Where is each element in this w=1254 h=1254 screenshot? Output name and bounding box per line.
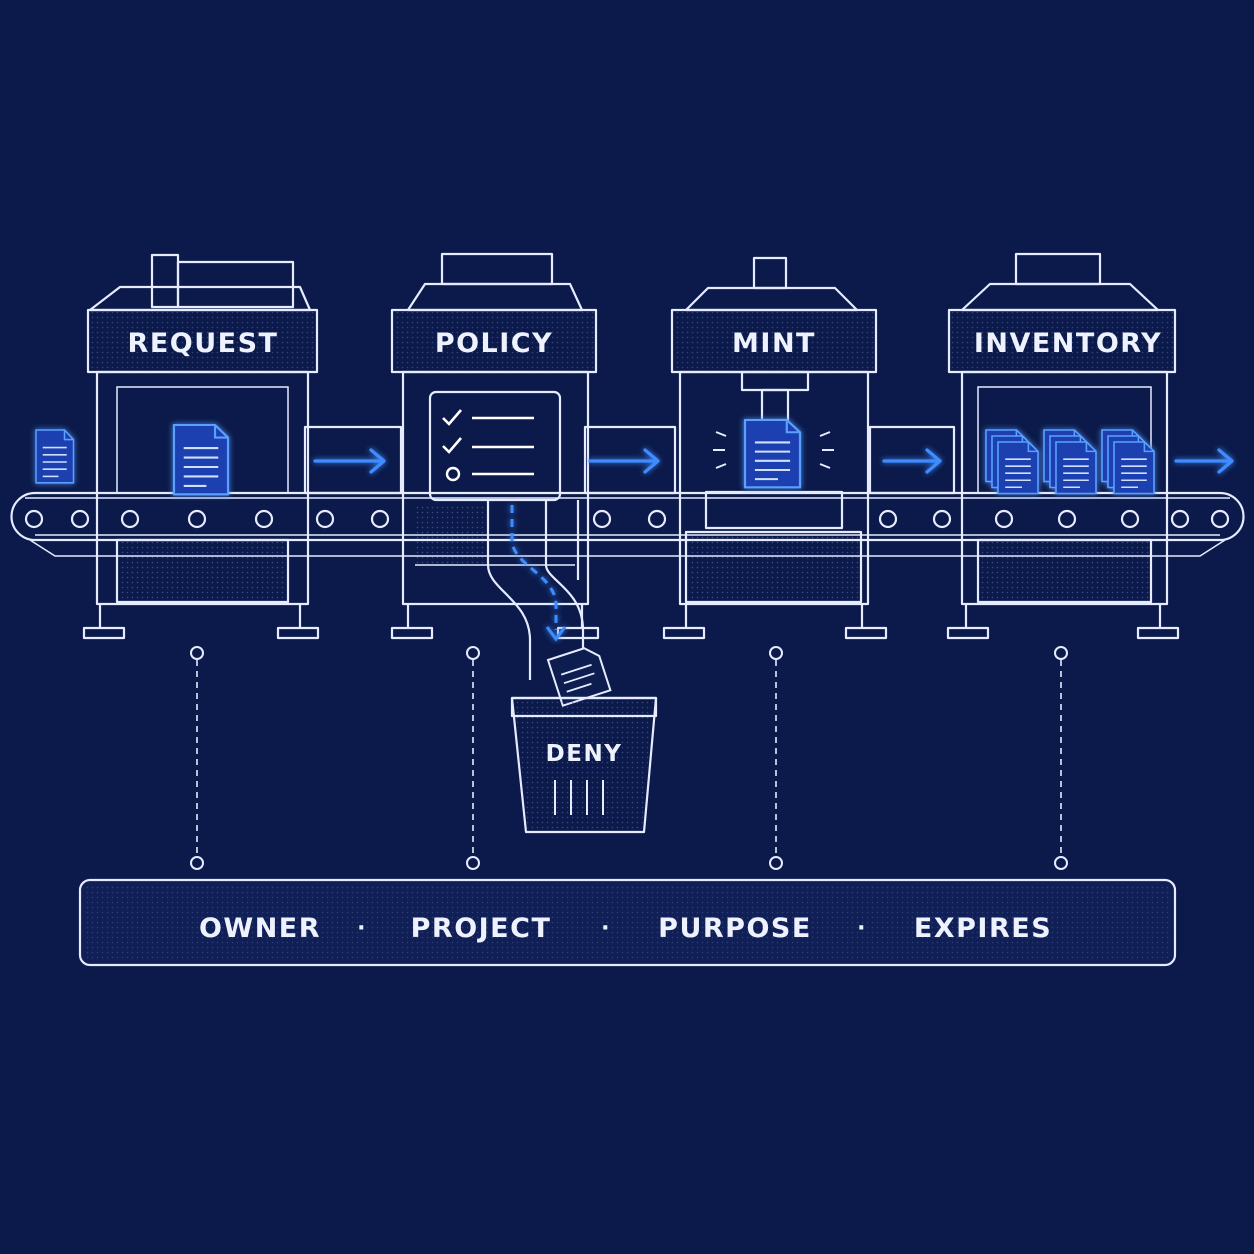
station-label-request: REQUEST bbox=[128, 328, 279, 359]
station-label-mint: MINT bbox=[732, 328, 816, 359]
station-label-policy: POLICY bbox=[435, 328, 553, 359]
reject-chute bbox=[486, 500, 585, 690]
station-label-inventory: INVENTORY bbox=[974, 328, 1162, 359]
metadata-field-owner: OWNER bbox=[199, 913, 321, 944]
document-icon bbox=[1113, 441, 1155, 495]
arrow-right-icon bbox=[588, 448, 660, 474]
station-mint: MINT bbox=[662, 256, 888, 640]
connector-node-icon bbox=[190, 646, 204, 870]
conveyor-belt bbox=[10, 491, 1245, 557]
arrow-right-icon bbox=[1174, 448, 1234, 474]
metadata-bar: OWNER · PROJECT · PURPOSE · EXPIRES bbox=[78, 878, 1177, 967]
metadata-separator: · bbox=[601, 916, 611, 941]
checklist-icon bbox=[428, 390, 562, 502]
metadata-field-project: PROJECT bbox=[411, 913, 552, 944]
station-policy: POLICY bbox=[390, 252, 600, 640]
connector-lines bbox=[190, 646, 1068, 870]
connector-node-icon bbox=[466, 646, 480, 870]
deny-bin: DENY bbox=[510, 647, 658, 834]
document-icon bbox=[172, 423, 230, 496]
metadata-separator: · bbox=[857, 916, 867, 941]
station-request: REQUEST bbox=[82, 253, 320, 640]
station-inventory: INVENTORY bbox=[946, 252, 1180, 640]
document-icon bbox=[997, 441, 1039, 495]
deny-bin-label: DENY bbox=[546, 741, 623, 767]
metadata-separator: · bbox=[357, 916, 367, 941]
document-icon bbox=[1055, 441, 1097, 495]
flow-channels bbox=[303, 425, 956, 495]
document-icon bbox=[743, 418, 802, 489]
metadata-field-purpose: PURPOSE bbox=[658, 913, 812, 944]
connector-node-icon bbox=[769, 646, 783, 870]
connector-node-icon bbox=[1054, 646, 1068, 870]
arrow-right-icon bbox=[313, 448, 386, 474]
metadata-field-expires: EXPIRES bbox=[914, 913, 1052, 944]
arrow-right-icon bbox=[882, 448, 942, 474]
document-icon bbox=[35, 429, 75, 484]
